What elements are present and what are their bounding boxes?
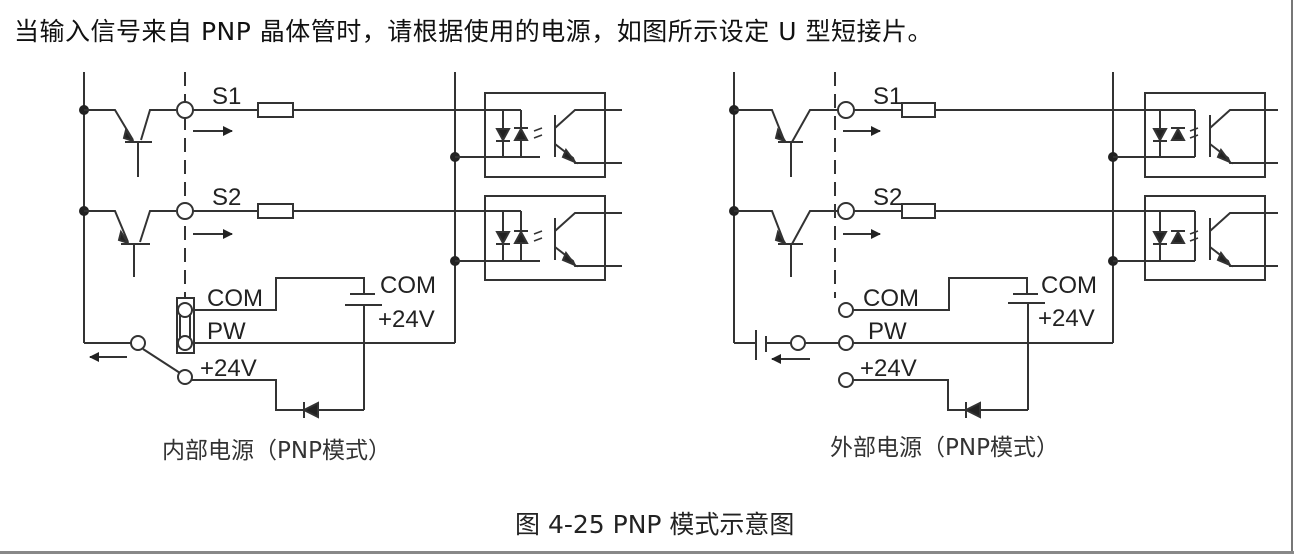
optocoupler-icon xyxy=(1140,92,1278,178)
switch-terminal-icon xyxy=(790,335,806,351)
resistor-icon xyxy=(901,203,936,219)
terminal-24v-icon xyxy=(838,372,854,388)
label-com: COM xyxy=(863,285,919,312)
pnp-transistor-icon xyxy=(734,210,839,277)
optocoupler-icon xyxy=(1140,195,1278,281)
label-s2: S2 xyxy=(873,184,902,211)
diagram-external-supply xyxy=(729,72,1278,419)
label-supply-24v: +24V xyxy=(1038,305,1095,332)
pnp-transistor-icon xyxy=(734,109,839,177)
resistor-icon xyxy=(901,102,936,118)
label-s2: S2 xyxy=(212,184,241,211)
resistor-icon xyxy=(257,102,294,118)
label-com: COM xyxy=(207,285,263,312)
label-supply-24v: +24V xyxy=(378,306,435,333)
label-24v: +24V xyxy=(200,355,257,382)
label-pw: PW xyxy=(207,318,246,345)
terminal-s2-icon xyxy=(176,202,194,220)
terminal-com-icon xyxy=(838,302,854,318)
figure-caption: 图 4-25 PNP 模式示意图 xyxy=(515,510,795,539)
terminal-s2-icon xyxy=(837,202,855,220)
label-supply-com: COM xyxy=(1041,272,1097,299)
switch-terminal-icon xyxy=(130,335,146,351)
label-24v: +24V xyxy=(860,355,917,382)
label-pw: PW xyxy=(868,318,907,345)
terminal-24v-icon xyxy=(177,369,193,385)
page-border-bottom xyxy=(0,551,1294,554)
pnp-transistor-icon xyxy=(84,210,160,277)
optocoupler-icon xyxy=(484,92,622,178)
label-s1: S1 xyxy=(212,83,241,110)
label-s1: S1 xyxy=(873,83,902,110)
caption-internal: 内部电源（PNP模式） xyxy=(162,438,391,464)
pnp-transistor-icon xyxy=(84,109,160,177)
optocoupler-icon xyxy=(484,195,622,281)
label-supply-com: COM xyxy=(380,272,436,299)
diagram-internal-supply xyxy=(79,72,622,419)
page-border-right xyxy=(1291,0,1293,553)
terminal-s1-icon xyxy=(837,101,855,119)
intro-text: 当输入信号来自 PNP 晶体管时，请根据使用的电源，如图所示设定 U 型短接片。 xyxy=(14,17,933,46)
diode-icon xyxy=(301,401,319,419)
diode-icon xyxy=(963,401,981,419)
switch-icon xyxy=(142,348,181,374)
caption-external: 外部电源（PNP模式） xyxy=(830,435,1059,461)
resistor-icon xyxy=(257,203,294,219)
terminal-s1-icon xyxy=(176,101,194,119)
terminal-pw-icon xyxy=(838,335,854,351)
